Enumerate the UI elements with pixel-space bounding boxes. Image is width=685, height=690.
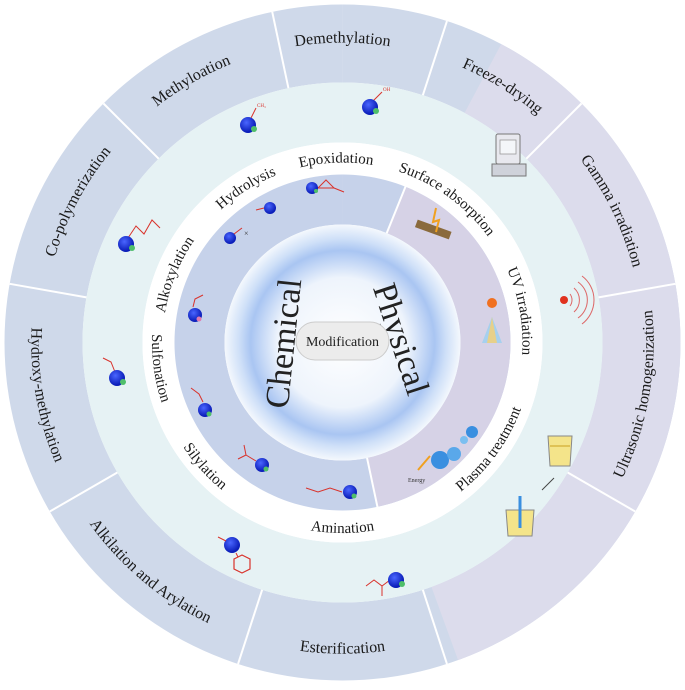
outer-divider-line bbox=[421, 589, 448, 665]
freeze-dryer-icon bbox=[491, 133, 527, 177]
energy-label: Energy bbox=[408, 478, 425, 484]
surface-absorption-icon bbox=[414, 207, 452, 240]
outer-divider-line bbox=[102, 102, 160, 160]
sulfonate-molecule-icon bbox=[190, 387, 212, 417]
outer-ring-physical-sector bbox=[431, 44, 681, 661]
outer-label: Esterification bbox=[299, 638, 386, 658]
center-label: Modification bbox=[306, 335, 379, 350]
sector-dividers bbox=[9, 11, 676, 665]
outer-label: Demethylation bbox=[293, 29, 391, 50]
hydrolysis-molecule-icon: × bbox=[224, 202, 276, 244]
outer-divider-line bbox=[421, 20, 448, 96]
ester-molecule-icon bbox=[365, 572, 405, 596]
outer-divider-line bbox=[9, 282, 87, 299]
uv-lamp-icon bbox=[482, 298, 502, 343]
plasma-particles-icon: Energy bbox=[408, 426, 478, 484]
outer-divider-line bbox=[567, 471, 636, 513]
phenyl-molecule-icon bbox=[217, 536, 251, 574]
epoxide-molecule-icon bbox=[306, 179, 345, 194]
svg-text:CH₃: CH₃ bbox=[257, 104, 266, 109]
gamma-source-icon bbox=[560, 275, 595, 325]
ultrasonic-beaker-icon bbox=[547, 435, 573, 467]
ultrasonic-probe-beaker-icon bbox=[505, 477, 555, 537]
hydroxyl-molecule-icon: OH bbox=[362, 88, 391, 115]
inner-divider-line bbox=[366, 457, 386, 539]
amine-molecule-icon bbox=[305, 485, 357, 499]
center-core: Modification bbox=[295, 321, 390, 361]
outer-divider-line bbox=[525, 102, 583, 160]
hydroxymethyl-molecule-icon bbox=[102, 357, 126, 386]
outer-divider-line bbox=[598, 282, 676, 299]
center-pill bbox=[295, 321, 390, 361]
inner-divider-line bbox=[385, 156, 419, 234]
outer-divider-line bbox=[271, 11, 290, 89]
middle-label: Amination bbox=[310, 518, 376, 537]
copolymer-molecule-icon bbox=[118, 219, 161, 252]
outer-divider-line bbox=[49, 471, 118, 513]
silane-molecule-icon bbox=[237, 444, 269, 472]
alkoxy-molecule-icon bbox=[188, 294, 204, 322]
icon-layer: CH₃ OH bbox=[102, 88, 595, 596]
middle-label: Epoxidation bbox=[297, 150, 375, 171]
svg-text:×: × bbox=[244, 229, 249, 238]
methyl-molecule-icon: CH₃ bbox=[240, 104, 266, 133]
outer-divider-line bbox=[237, 589, 264, 665]
svg-text:OH: OH bbox=[383, 88, 391, 93]
